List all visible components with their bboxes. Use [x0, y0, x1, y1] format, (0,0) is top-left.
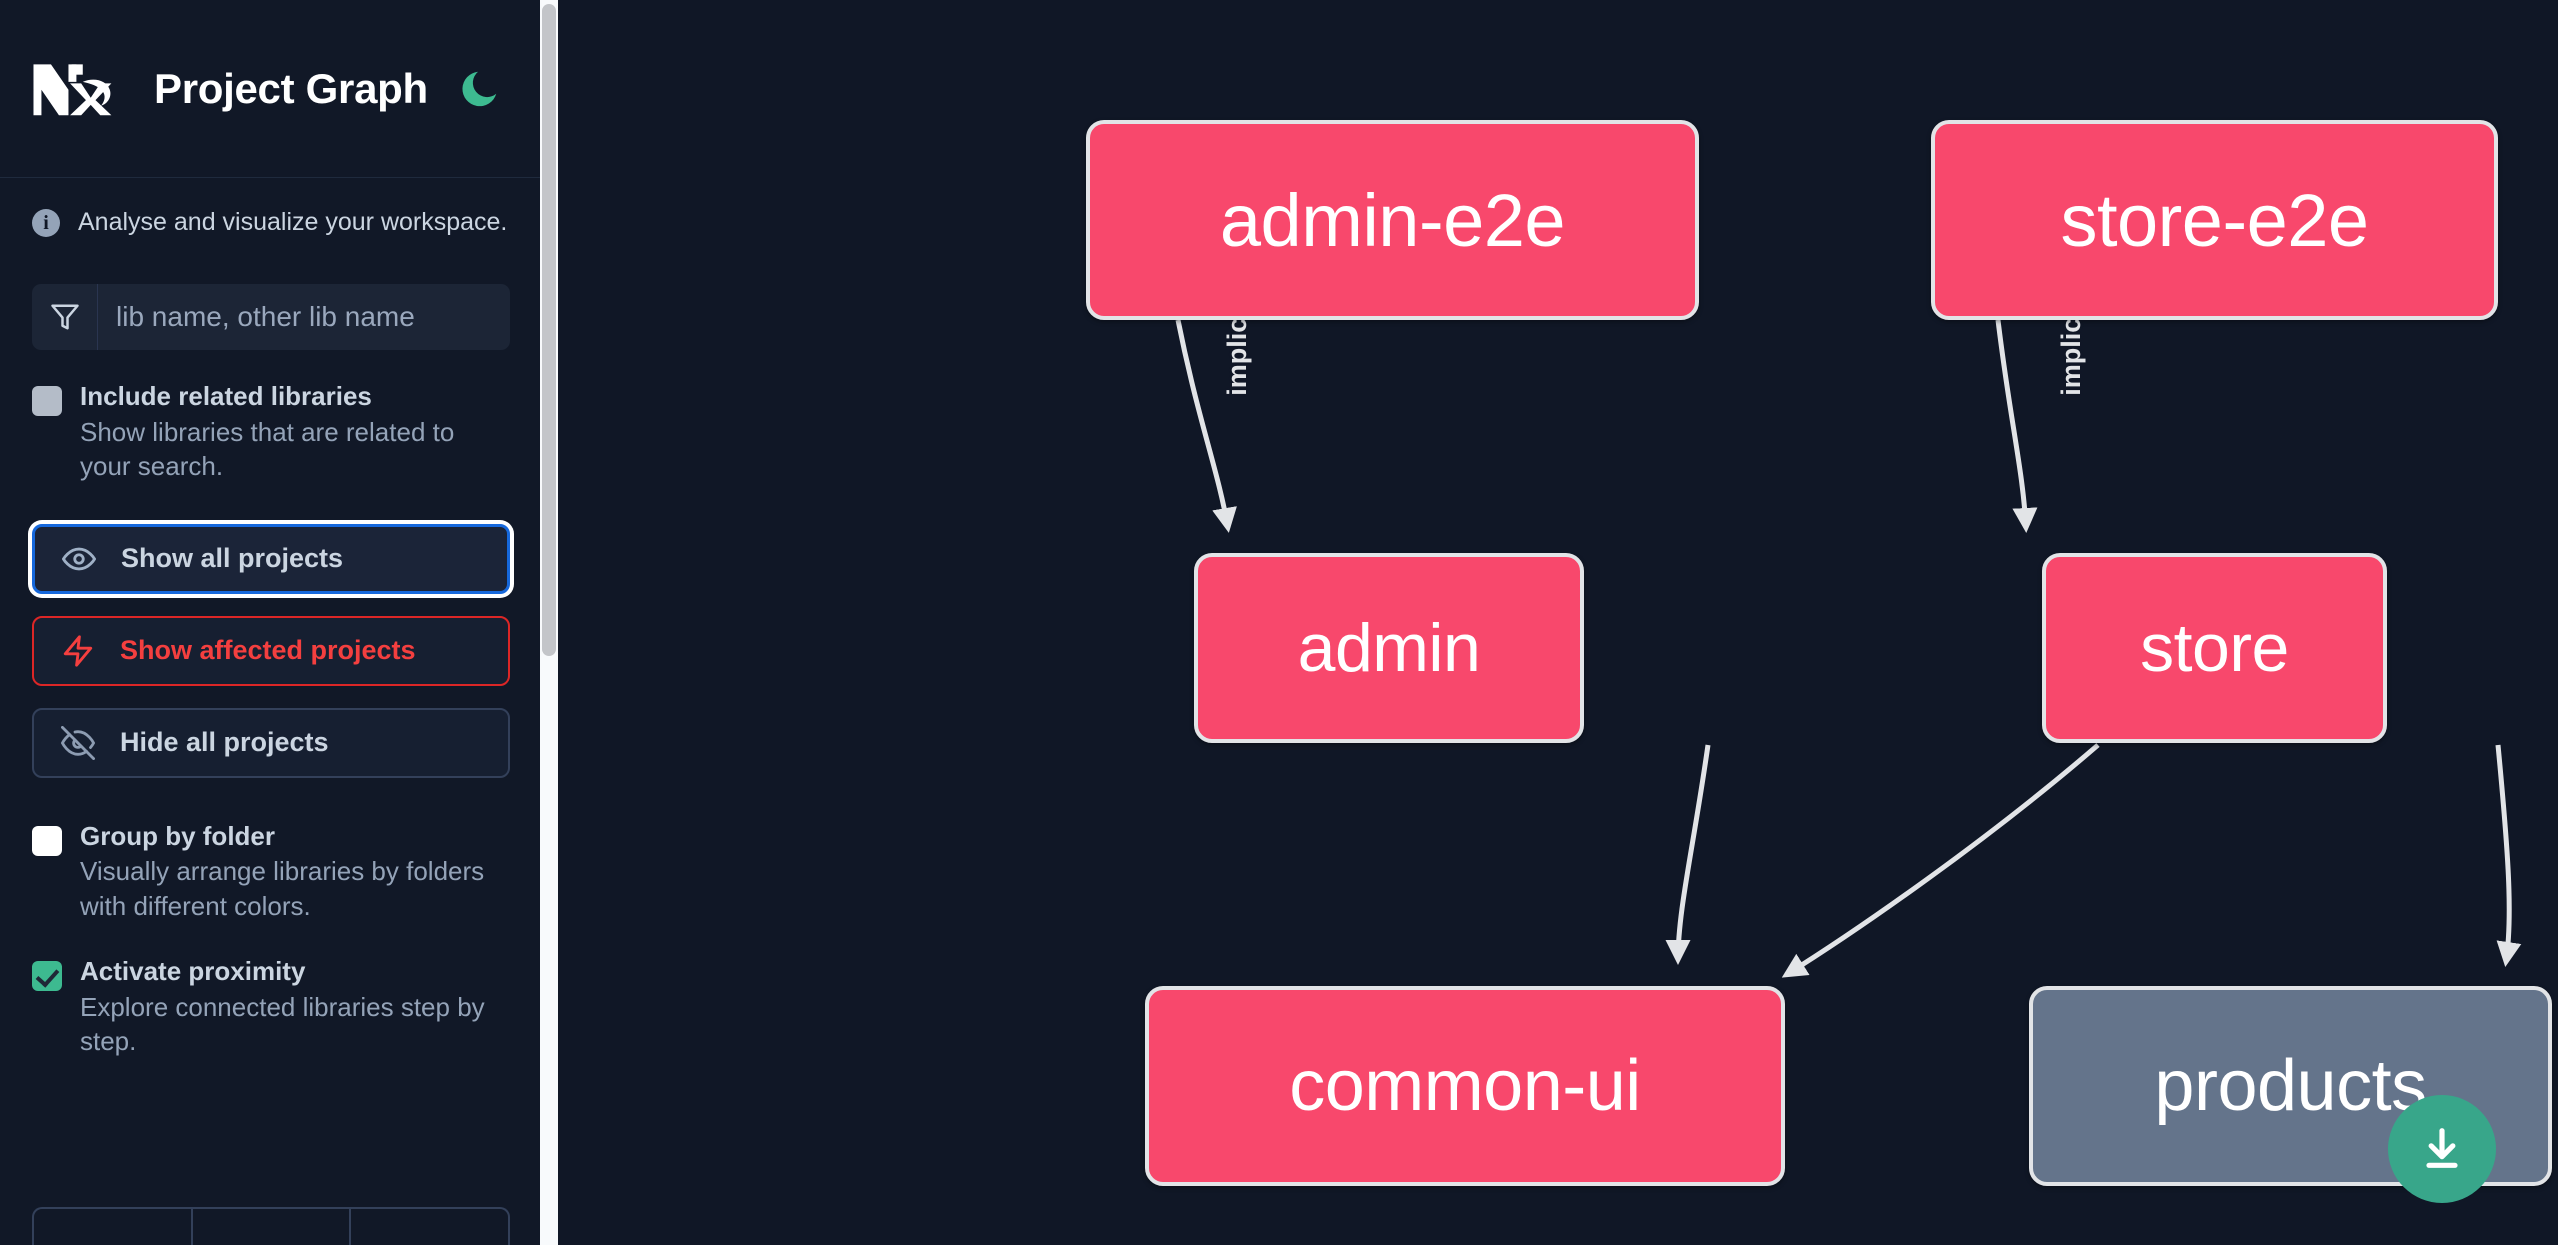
edge-admin-to-common-ui: [1665, 744, 1711, 965]
nx-logo-icon: [30, 58, 126, 120]
sidebar-header: Project Graph: [0, 0, 540, 178]
graph-node-common-ui[interactable]: common-ui: [1145, 986, 1785, 1186]
group-by-folder-description: Visually arrange libraries by folders wi…: [80, 856, 485, 921]
search-field[interactable]: [32, 284, 510, 350]
show-affected-projects-label: Show affected projects: [120, 635, 416, 666]
edge-store-to-common-ui: [1781, 743, 2100, 978]
activate-proximity-label: Activate proximity: [80, 956, 306, 987]
sidebar-content: Project Graph i Analyse and visualize yo…: [0, 0, 540, 1245]
include-related-libraries-label: Include related libraries: [80, 381, 372, 411]
sidebar-info-text: Analyse and visualize your workspace.: [78, 208, 508, 236]
show-all-projects-button[interactable]: Show all projects: [32, 523, 510, 594]
show-affected-projects-button[interactable]: Show affected projects: [32, 615, 510, 686]
checkbox-group-by-folder[interactable]: Group by folder Visually arrange librari…: [0, 820, 540, 924]
activate-proximity-checkbox[interactable]: [32, 961, 62, 992]
show-all-projects-label: Show all projects: [121, 543, 344, 574]
proximity-step-decrease[interactable]: [34, 1209, 193, 1245]
group-by-folder-label: Group by folder: [80, 820, 275, 851]
group-by-folder-checkbox[interactable]: [32, 825, 62, 856]
include-related-libraries-description: Show libraries that are related to your …: [80, 416, 455, 482]
graph-node-admin[interactable]: admin: [1194, 553, 1584, 743]
sidebar-scrollbar-thumb[interactable]: [542, 4, 556, 656]
include-related-libraries-checkbox[interactable]: [32, 386, 62, 416]
download-button[interactable]: [2388, 1095, 2496, 1203]
graph-node-store-e2e[interactable]: store-e2e: [1931, 120, 2498, 320]
sidebar-scrollbar-track[interactable]: [540, 0, 558, 1245]
proximity-step-control[interactable]: [32, 1207, 510, 1245]
download-icon: [2416, 1122, 2468, 1177]
moon-icon[interactable]: [456, 66, 502, 112]
checkbox-activate-proximity[interactable]: Activate proximity Explore connected lib…: [0, 955, 540, 1059]
activate-proximity-description: Explore connected libraries step by step…: [80, 991, 485, 1057]
graph-node-admin-e2e[interactable]: admin-e2e: [1086, 120, 1699, 320]
checkbox-include-related-libraries[interactable]: Include related libraries Show libraries…: [0, 380, 540, 484]
eye-off-icon: [60, 725, 96, 761]
graph-node-store[interactable]: store: [2042, 553, 2387, 743]
edge-store-e2e-to-store: [1995, 319, 2038, 533]
edge-admin-e2e-to-admin: [1175, 319, 1237, 533]
edge-store-to-products: [2495, 744, 2522, 967]
filter-icon: [32, 284, 98, 350]
graph-canvas[interactable]: implicit implicit admin-e2e store-e2e ad…: [558, 0, 2558, 1245]
lightning-icon: [60, 633, 96, 669]
search-input[interactable]: [98, 301, 510, 333]
page-title: Project Graph: [154, 64, 428, 112]
sidebar-info: i Analyse and visualize your workspace.: [0, 178, 540, 237]
info-icon: i: [32, 208, 60, 237]
eye-icon: [61, 541, 97, 577]
visibility-button-group: Show all projects Show affected projects: [0, 523, 540, 778]
proximity-step-value[interactable]: [193, 1209, 352, 1245]
proximity-step-increase[interactable]: [351, 1209, 508, 1245]
sidebar: Project Graph i Analyse and visualize yo…: [0, 0, 558, 1245]
hide-all-projects-label: Hide all projects: [120, 727, 329, 758]
hide-all-projects-button[interactable]: Hide all projects: [32, 707, 510, 778]
